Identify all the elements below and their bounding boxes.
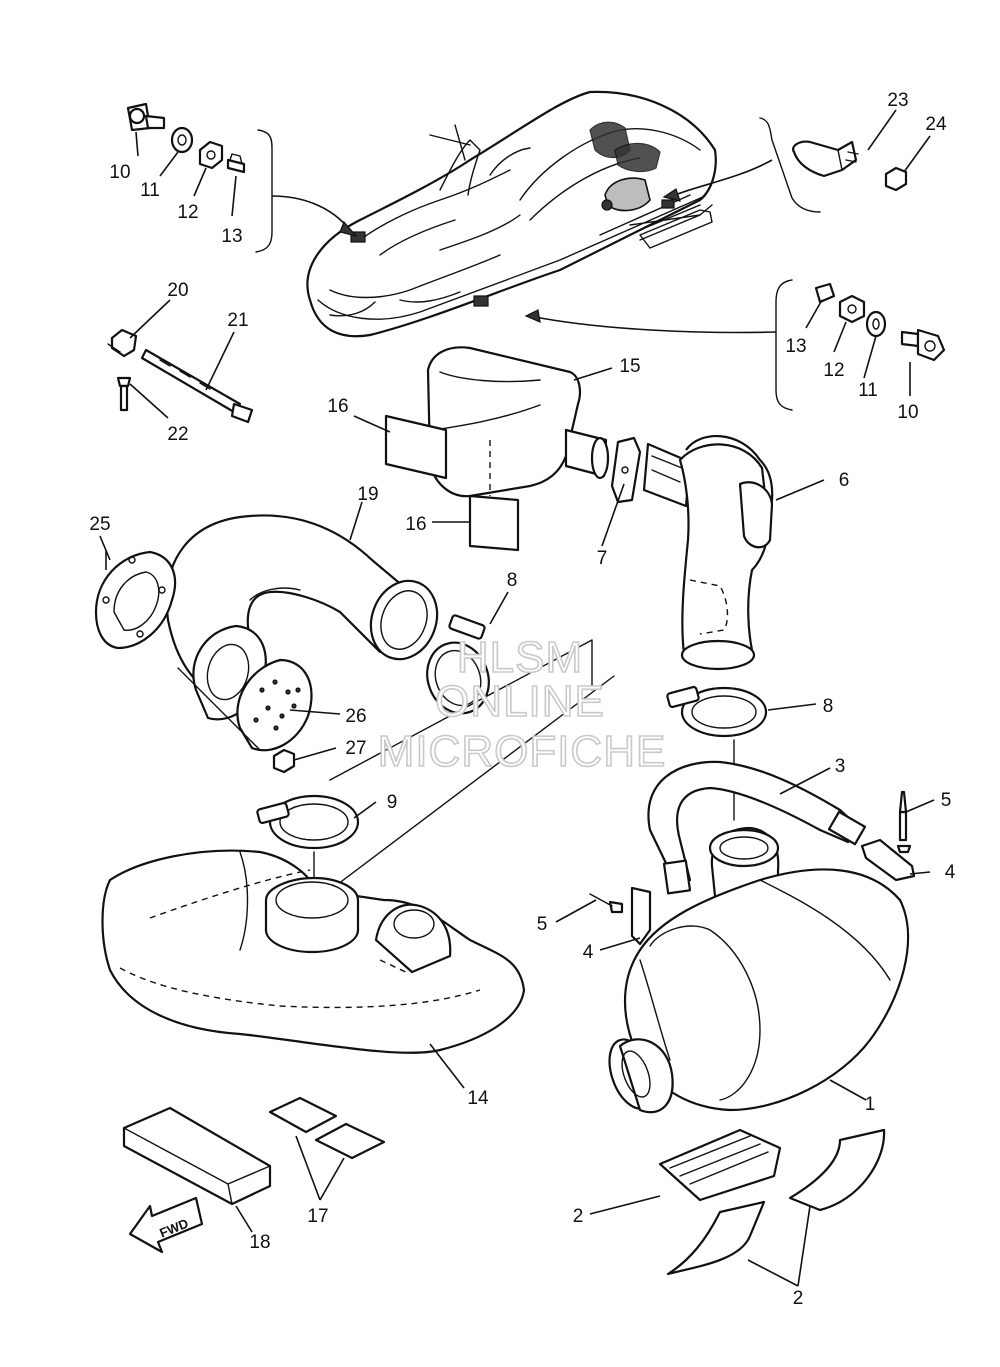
callout-13b: 13: [785, 336, 806, 357]
strap: [647, 760, 867, 895]
foam-pads: [122, 1096, 886, 1276]
callout-25: 25: [89, 514, 110, 535]
callout-10: 10: [109, 162, 130, 183]
forward-arrow-icon: FWD: [128, 1196, 204, 1254]
callout-15: 15: [619, 356, 640, 377]
watermark-line-1: HLSM: [457, 633, 583, 682]
callout-23: 23: [887, 90, 908, 111]
callout-7: 7: [597, 548, 608, 569]
callout-12b: 12: [823, 360, 844, 381]
callout-26: 26: [345, 706, 366, 727]
callout-11b: 11: [858, 380, 878, 401]
elbow-hose: [94, 514, 439, 774]
callout-3: 3: [835, 756, 846, 777]
callout-6: 6: [839, 470, 850, 491]
callout-2: 2: [573, 1206, 584, 1227]
fastener-set-right-top: [662, 117, 908, 213]
resonator-box: [384, 346, 610, 552]
callout-labels: 10 11 12 13 23 24 13 12 11 10 20 21 22 1…: [89, 90, 955, 1309]
callout-9: 9: [387, 792, 398, 813]
callout-8: 8: [507, 570, 518, 591]
callout-27: 27: [345, 738, 366, 759]
cable-tie-set: [107, 328, 254, 424]
hose-and-clamp: [610, 434, 774, 671]
callout-2b: 2: [793, 1288, 804, 1309]
callout-8b: 8: [823, 696, 834, 717]
leader-lines: [99, 109, 935, 1287]
watermark-line-3: MICROFICHE: [378, 727, 667, 776]
callout-19: 19: [357, 484, 378, 505]
watercraft-illustration: [306, 90, 717, 338]
callout-10b: 10: [897, 402, 918, 423]
callout-14: 14: [467, 1088, 489, 1109]
air-box: [608, 826, 910, 1114]
callout-13: 13: [221, 226, 242, 247]
fastener-set-left: [126, 102, 358, 253]
callout-16b: 16: [405, 514, 426, 535]
watermark-line-2: ONLINE: [435, 677, 605, 726]
lower-box: [101, 849, 526, 1054]
callout-22: 22: [167, 424, 188, 445]
callout-5b: 5: [537, 914, 548, 935]
callout-21: 21: [227, 310, 248, 331]
callout-18: 18: [249, 1232, 270, 1253]
callout-1: 1: [865, 1094, 876, 1115]
callout-20: 20: [167, 280, 188, 301]
callout-5: 5: [941, 790, 952, 811]
callout-4b: 4: [583, 942, 594, 963]
callout-17: 17: [307, 1206, 328, 1227]
hose-clamps: [256, 614, 768, 891]
fastener-set-right-mid: [524, 279, 946, 411]
callout-4: 4: [945, 862, 956, 883]
callout-11: 11: [140, 180, 160, 201]
callout-12: 12: [177, 202, 198, 223]
callout-24: 24: [925, 114, 947, 135]
watermark: HLSM ONLINE MICROFICHE: [377, 632, 667, 777]
clips-rivets: [589, 790, 916, 946]
callout-16: 16: [327, 396, 348, 417]
